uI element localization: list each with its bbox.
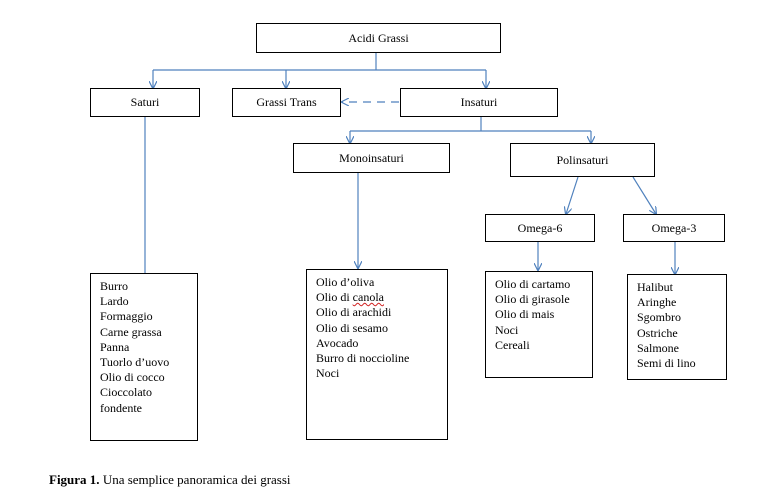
list-item: Burro di noccioline bbox=[316, 351, 410, 366]
list-item: Olio di girasole bbox=[495, 292, 570, 307]
list-item: Olio di canola bbox=[316, 290, 447, 305]
list-item: Aringhe bbox=[637, 295, 677, 310]
list-item: Formaggio bbox=[100, 309, 153, 324]
arrow-to-omega6 bbox=[566, 176, 579, 214]
node-acidi-grassi-label: Acidi Grassi bbox=[348, 30, 409, 45]
list-item: Burro bbox=[100, 279, 128, 293]
node-grassi-trans: Grassi Trans bbox=[232, 88, 341, 117]
omega-6-list: Olio di cartamo Olio di girasole Olio di… bbox=[485, 271, 593, 378]
node-omega-6: Omega-6 bbox=[485, 214, 595, 242]
list-item: Olio di cocco bbox=[100, 370, 165, 385]
list-item: fondente bbox=[100, 400, 142, 415]
list-item: Tuorlo d’uovo bbox=[100, 355, 170, 370]
list-item: Olio di mais bbox=[495, 307, 555, 322]
node-omega-3-label: Omega-3 bbox=[651, 220, 697, 235]
list-item: Semi di lino bbox=[637, 356, 696, 371]
list-item: Cereali bbox=[495, 337, 530, 352]
monoinsaturi-list: Olio d’oliva Olio di canola Olio di arac… bbox=[306, 269, 448, 440]
list-item: Olio di cartamo bbox=[495, 277, 571, 291]
list-item: Olio d’oliva bbox=[316, 275, 375, 289]
figure-caption-text: Una semplice panoramica dei grassi bbox=[102, 472, 291, 487]
list-item: Avocado bbox=[316, 335, 359, 350]
node-polinsaturi-label: Polinsaturi bbox=[556, 152, 609, 167]
node-omega-3: Omega-3 bbox=[623, 214, 725, 242]
node-acidi-grassi: Acidi Grassi bbox=[256, 23, 501, 53]
arrow-to-omega3 bbox=[632, 176, 656, 214]
node-monoinsaturi-label: Monoinsaturi bbox=[339, 150, 404, 165]
list-item: Olio di sesamo bbox=[316, 320, 388, 335]
list-item: Noci bbox=[495, 322, 519, 337]
list-item: Salmone bbox=[637, 340, 679, 355]
figure-caption: Figura 1. Una semplice panoramica dei gr… bbox=[49, 472, 291, 488]
list-item: Cioccolato bbox=[100, 385, 152, 400]
list-item-text: Olio di canola bbox=[316, 290, 384, 305]
list-item: Halibut bbox=[637, 280, 673, 294]
list-item: Noci bbox=[316, 366, 340, 381]
list-item: Lardo bbox=[100, 294, 129, 309]
figure-caption-prefix: Figura 1. bbox=[49, 472, 100, 487]
node-insaturi: Insaturi bbox=[400, 88, 558, 117]
list-item: Panna bbox=[100, 339, 130, 354]
list-item: Ostriche bbox=[637, 325, 678, 340]
node-omega-6-label: Omega-6 bbox=[517, 220, 563, 235]
list-item: Carne grassa bbox=[100, 324, 162, 339]
list-item: Sgombro bbox=[637, 310, 682, 325]
node-saturi: Saturi bbox=[90, 88, 200, 117]
node-monoinsaturi: Monoinsaturi bbox=[293, 143, 450, 173]
spellcheck-word: canola bbox=[352, 290, 384, 305]
node-polinsaturi: Polinsaturi bbox=[510, 143, 655, 177]
node-insaturi-label: Insaturi bbox=[460, 95, 498, 109]
omega-3-list: Halibut Aringhe Sgombro Ostriche Salmone… bbox=[627, 274, 727, 380]
node-grassi-trans-label: Grassi Trans bbox=[256, 95, 317, 109]
saturi-list: Burro Lardo Formaggio Carne grassa Panna… bbox=[90, 273, 198, 441]
list-item: Olio di arachidi bbox=[316, 305, 392, 320]
node-saturi-label: Saturi bbox=[130, 95, 160, 109]
